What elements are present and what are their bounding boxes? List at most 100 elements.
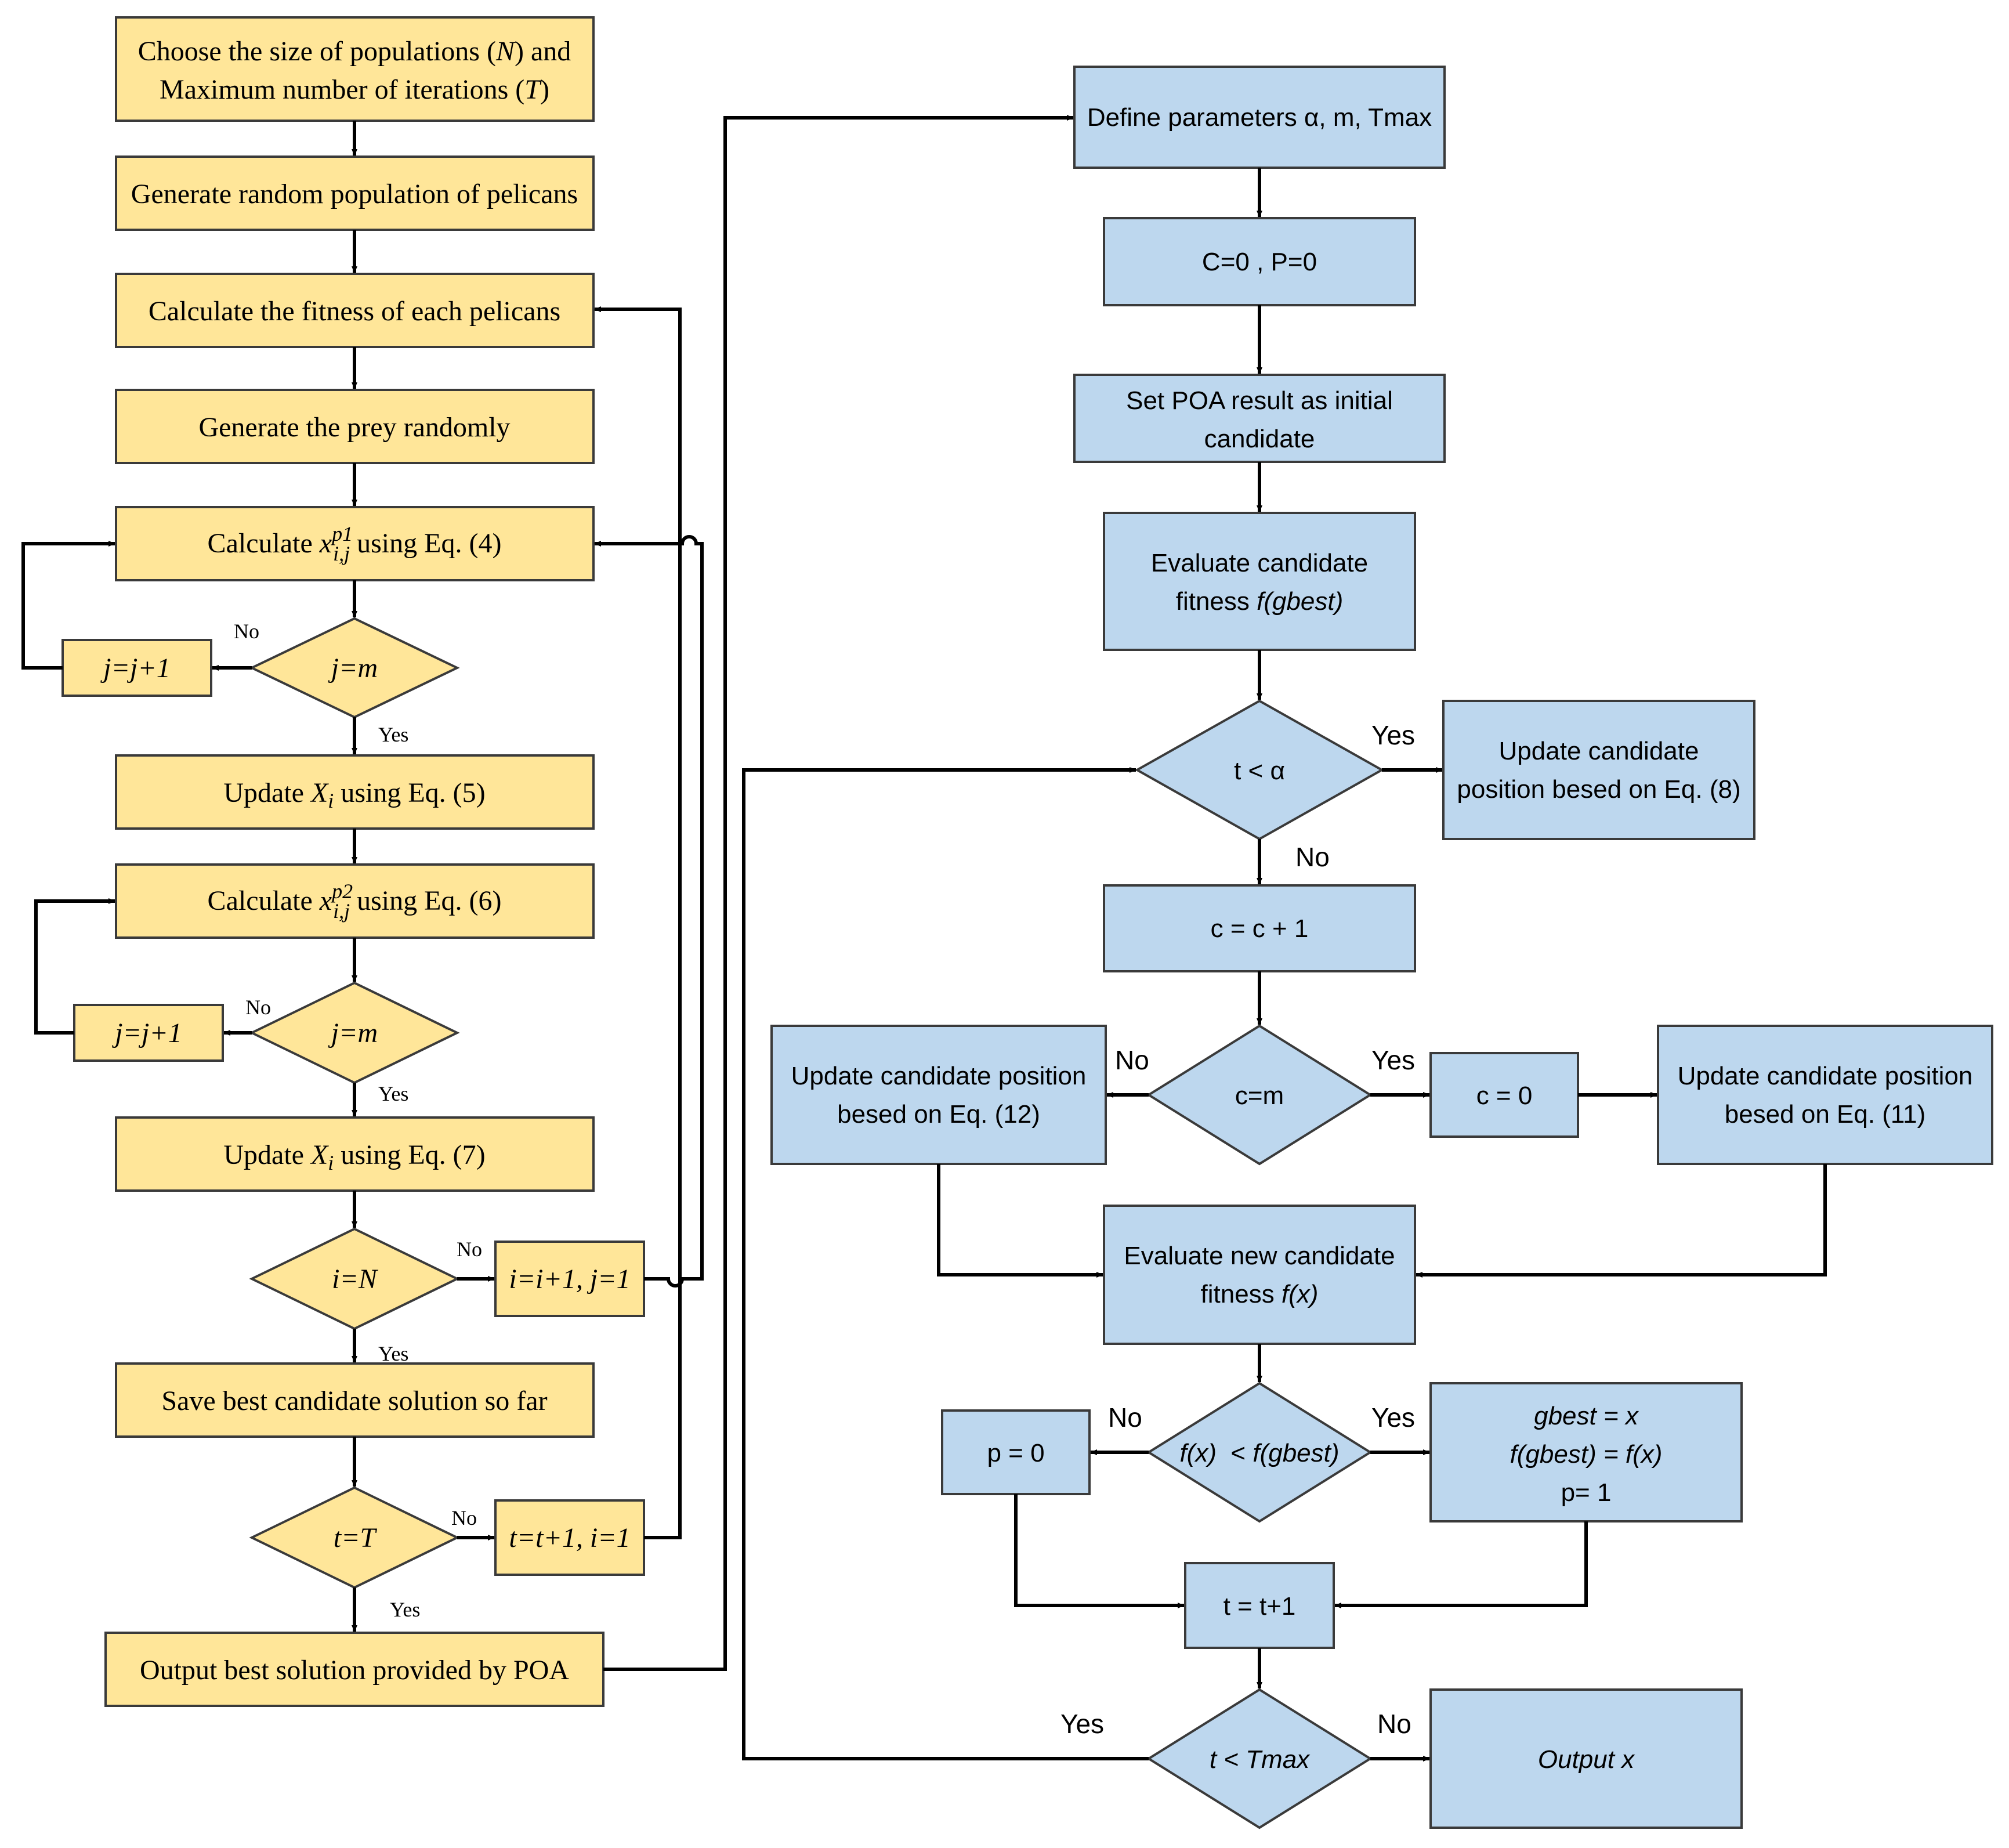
decision-fx-less-fgbest: f(x) < f(gbest) [1146, 1382, 1373, 1523]
svg-text:Generate random population of: Generate random population of pelicans [131, 179, 578, 209]
connector-to-right [603, 115, 1074, 1671]
svg-text:t = t+1: t = t+1 [1224, 1592, 1296, 1621]
svg-text:gbest = x: gbest = x [1534, 1402, 1639, 1430]
svg-text:t=T: t=T [334, 1522, 378, 1553]
loop-line [594, 306, 682, 1539]
svg-text:Set POA result as initial: Set POA result as initial [1126, 386, 1393, 415]
svg-text:i=N: i=N [332, 1264, 379, 1294]
label-no: No [451, 1506, 477, 1529]
step-increment-j-2: j=j+1 [73, 1004, 224, 1062]
svg-text:Evaluate candidate: Evaluate candidate [1151, 549, 1368, 577]
step-increment-t-right: t = t+1 [1184, 1562, 1335, 1649]
svg-text:candidate: candidate [1204, 425, 1315, 453]
arrow [1014, 1494, 1185, 1608]
step-update-eq11: Update candidate position besed on Eq. (… [1657, 1025, 1993, 1165]
svg-text:Maximum number of iterations (: Maximum number of iterations (T) [160, 74, 549, 105]
arrow [937, 1164, 1103, 1278]
svg-text:Output best solution provided: Output best solution provided by POA [140, 1655, 569, 1686]
step-update-eq8: Update candidate position besed on Eq. (… [1442, 700, 1755, 840]
step-update-eq12: Update candidate position besed on Eq. (… [770, 1025, 1107, 1165]
svg-text:Evaluate new candidate: Evaluate new candidate [1124, 1242, 1395, 1270]
svg-text:p= 1: p= 1 [1561, 1478, 1612, 1507]
svg-text:Update candidate position: Update candidate position [1678, 1062, 1973, 1090]
svg-text:besed on Eq. (12): besed on Eq. (12) [837, 1100, 1040, 1129]
label-no: No [1377, 1709, 1411, 1739]
svg-text:t=t+1, i=1: t=t+1, i=1 [509, 1522, 630, 1553]
svg-text:Update candidate: Update candidate [1499, 737, 1699, 765]
loop-line [21, 541, 115, 670]
step-increment-i: i=i+1, j=1 [494, 1241, 645, 1317]
step-save-best: Save best candidate solution so far [115, 1362, 595, 1438]
loop-line [594, 535, 704, 1288]
svg-text:Save best candidate solution s: Save best candidate solution so far [161, 1386, 547, 1416]
step-init-c-p: C=0 , P=0 [1103, 217, 1416, 306]
svg-text:Calculate the fitness of each: Calculate the fitness of each pelicans [149, 296, 560, 327]
svg-text:c = c + 1: c = c + 1 [1211, 914, 1309, 943]
svg-text:Update Xi using Eq. (5): Update Xi using Eq. (5) [223, 777, 485, 812]
step-update-xi-eq5: Update Xi using Eq. (5) [115, 754, 595, 830]
label-yes: Yes [378, 723, 408, 746]
svg-text:f(x) < f(gbest): f(x) < f(gbest) [1179, 1439, 1339, 1467]
label-yes: Yes [1371, 1402, 1415, 1433]
decision-t-less-alpha: t < α [1134, 699, 1385, 841]
svg-text:i=i+1, j=1: i=i+1, j=1 [509, 1264, 630, 1294]
svg-text:Output x: Output x [1538, 1745, 1635, 1774]
svg-text:j=m: j=m [328, 653, 378, 683]
label-yes: Yes [1060, 1709, 1104, 1739]
svg-text:t < Tmax: t < Tmax [1210, 1745, 1311, 1774]
step-output-x: Output x [1429, 1688, 1743, 1829]
loop-line [742, 767, 1149, 1760]
arrow [1416, 1164, 1827, 1278]
step-define-params: Define parameters α, m, Tmax [1073, 66, 1446, 169]
label-no: No [245, 996, 271, 1019]
svg-text:t < α: t < α [1234, 757, 1285, 785]
decision-j-equals-m-1: j=m [249, 617, 460, 719]
step-increment-c: c = c + 1 [1103, 884, 1416, 972]
step-generate-prey: Generate the prey randomly [115, 389, 595, 464]
svg-text:p = 0: p = 0 [987, 1439, 1044, 1467]
svg-text:Define parameters α, m, Tmax: Define parameters α, m, Tmax [1087, 103, 1432, 132]
label-yes: Yes [378, 1342, 408, 1365]
svg-text:C=0 , P=0: C=0 , P=0 [1202, 248, 1317, 276]
label-no: No [1295, 842, 1330, 872]
step-increment-t: t=t+1, i=1 [494, 1499, 645, 1576]
svg-text:Generate the prey randomly: Generate the prey randomly [198, 412, 510, 443]
svg-text:fitness f(x): fitness f(x) [1201, 1280, 1319, 1308]
step-update-gbest: gbest = x f(gbest) = f(x) p= 1 [1429, 1382, 1743, 1522]
step-evaluate-new-candidate: Evaluate new candidate fitness f(x) [1103, 1205, 1416, 1345]
svg-text:j=j+1: j=j+1 [100, 653, 170, 683]
svg-text:fitness f(gbest): fitness f(gbest) [1176, 587, 1344, 616]
step-calc-fitness: Calculate the fitness of each pelicans [115, 273, 595, 348]
arrow [1334, 1521, 1588, 1608]
decision-t-equals-T: t=T [249, 1486, 460, 1589]
step-generate-population: Generate random population of pelicans [115, 155, 595, 231]
label-no: No [234, 620, 259, 643]
svg-text:position besed on Eq. (8): position besed on Eq. (8) [1457, 775, 1740, 804]
svg-text:Update candidate position: Update candidate position [791, 1062, 1087, 1090]
step-choose-population: Choose the size of populations (N) and M… [115, 16, 595, 122]
svg-text:besed on Eq. (11): besed on Eq. (11) [1725, 1100, 1926, 1129]
step-update-xi-eq7: Update Xi using Eq. (7) [115, 1116, 595, 1192]
step-increment-j-1: j=j+1 [61, 639, 212, 697]
step-set-initial-candidate: Set POA result as initial candidate [1073, 374, 1446, 463]
step-evaluate-candidate: Evaluate candidate fitness f(gbest) [1103, 512, 1416, 651]
label-yes: Yes [378, 1082, 408, 1105]
svg-text:Choose the size of populations: Choose the size of populations (N) and [138, 36, 571, 67]
step-reset-c: c = 0 [1429, 1052, 1579, 1138]
label-yes: Yes [1371, 1045, 1415, 1075]
decision-i-equals-n: i=N [249, 1227, 460, 1330]
label-yes: Yes [1371, 720, 1415, 750]
svg-text:j=j+1: j=j+1 [111, 1018, 182, 1048]
decision-j-equals-m-2: j=m [249, 981, 460, 1084]
decision-t-less-tmax: t < Tmax [1146, 1688, 1373, 1829]
label-yes: Yes [390, 1598, 420, 1621]
label-no: No [457, 1238, 482, 1261]
step-p-zero: p = 0 [941, 1409, 1091, 1495]
step-output-poa: Output best solution provided by POA [104, 1632, 604, 1707]
svg-text:c=m: c=m [1235, 1082, 1284, 1110]
